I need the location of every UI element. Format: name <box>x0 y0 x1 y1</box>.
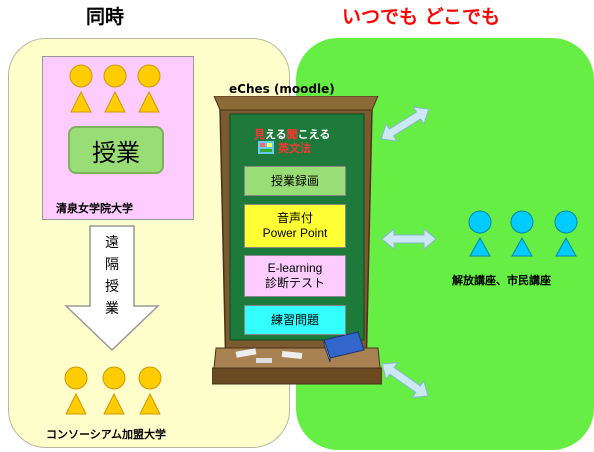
banner-ki: 聞 <box>286 128 298 141</box>
student-group-bottom <box>64 366 162 415</box>
remote-class-char: 隔 <box>105 257 119 273</box>
chalk-icon <box>281 350 303 360</box>
person-icon <box>103 64 127 113</box>
double-arrow-icon <box>380 106 430 142</box>
book-icon <box>323 331 365 363</box>
banner-mi: 見 <box>254 128 265 141</box>
person-icon <box>138 366 162 415</box>
university-label: 清泉女学院大学 <box>56 202 133 215</box>
person-icon <box>554 210 578 257</box>
title-simultaneous: 同時 <box>86 6 125 28</box>
audience-group <box>468 210 578 257</box>
person-icon <box>468 210 492 257</box>
person-icon <box>64 366 88 415</box>
button-practice[interactable]: 練習問題 <box>244 305 346 335</box>
grammar-icon <box>258 141 274 154</box>
remote-class-char: 業 <box>105 301 119 317</box>
class-box: 授業 <box>68 126 164 174</box>
consortium-label: コンソーシアム加盟大学 <box>46 428 167 441</box>
button-e-learning[interactable]: E-learning 診断テスト <box>244 255 346 297</box>
board-title: eChes (moodle) <box>229 82 335 96</box>
button-powerpoint[interactable]: 音声付 Power Point <box>244 204 346 248</box>
down-arrow-icon <box>64 225 160 352</box>
button-lecture-recording[interactable]: 授業録画 <box>244 166 346 196</box>
person-icon <box>102 366 126 415</box>
chalk-icon <box>256 358 272 363</box>
person-icon <box>510 210 534 257</box>
double-arrow-icon <box>381 227 437 251</box>
title-anytime-anywhere: いつでも どこでも <box>342 6 501 28</box>
chalk-icon <box>235 348 257 358</box>
board-banner-line1: 見える聞こえる <box>254 126 330 142</box>
banner-koeru: こえる <box>297 128 331 141</box>
audience-label: 解放講座、市民講座 <box>452 274 551 287</box>
student-group-top <box>69 64 161 113</box>
person-icon <box>69 64 93 113</box>
person-icon <box>137 64 161 113</box>
board-banner-line2: 英文法 <box>278 142 311 155</box>
banner-eru: える <box>265 128 287 141</box>
remote-class-char: 遠 <box>105 235 119 251</box>
double-arrow-icon <box>381 362 429 398</box>
remote-class-char: 授 <box>105 279 119 295</box>
